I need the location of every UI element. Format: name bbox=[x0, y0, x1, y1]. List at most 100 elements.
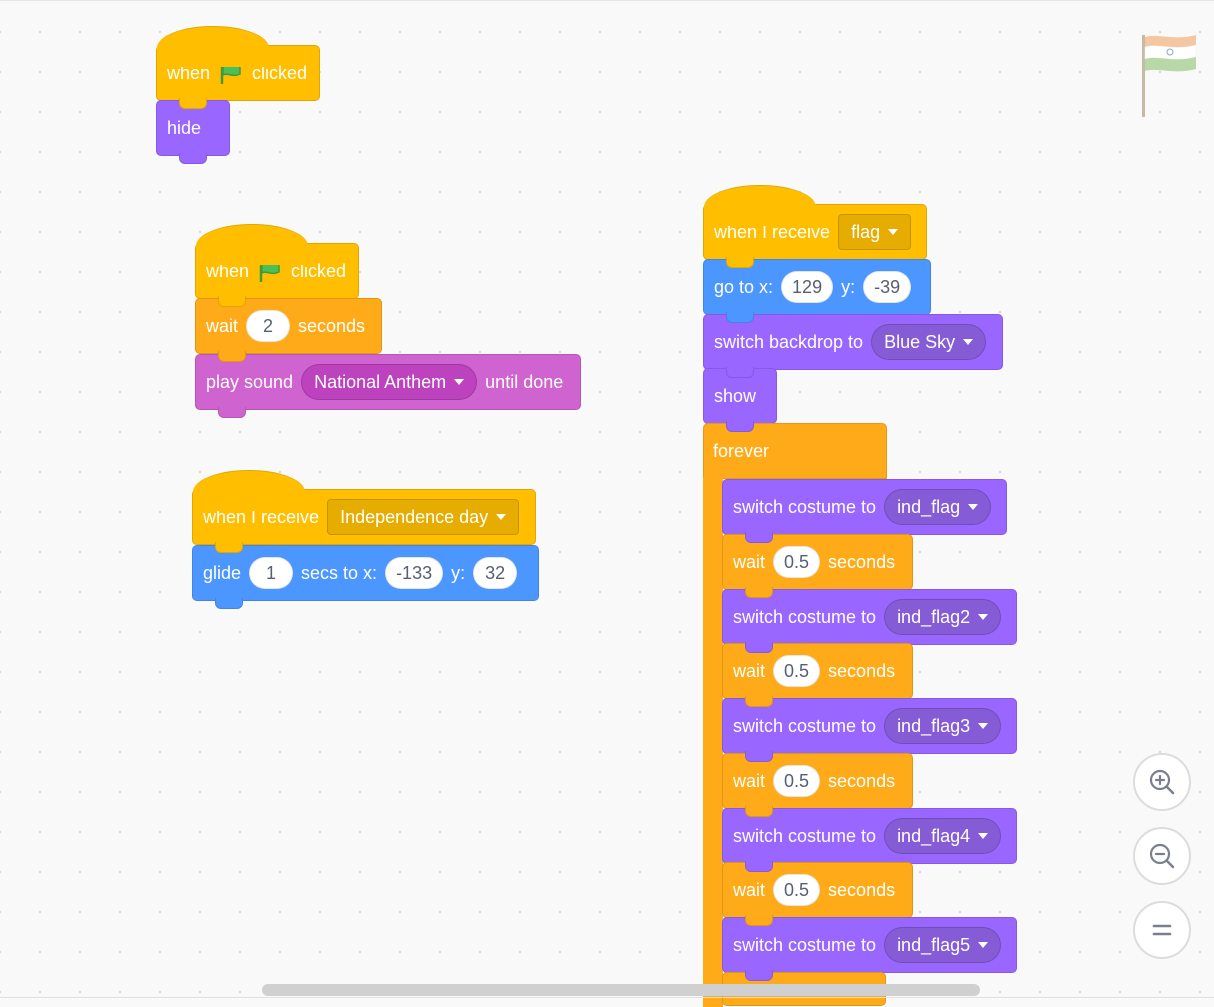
chevron-down-icon bbox=[978, 614, 989, 620]
hat-when-label: when bbox=[167, 62, 211, 83]
costume-name: ind_flag3 bbox=[897, 715, 971, 736]
chevron-down-icon bbox=[968, 504, 979, 510]
y-label: y: bbox=[451, 562, 466, 583]
message-dropdown[interactable]: flag bbox=[838, 214, 912, 250]
when-i-receive-label: when I receive bbox=[714, 221, 831, 242]
costume-dropdown[interactable]: ind_flag4 bbox=[884, 818, 1002, 854]
message-name: Independence day bbox=[340, 506, 489, 527]
seconds-label: seconds bbox=[828, 551, 896, 572]
glide-block[interactable]: glide 1 secs to x: -133 y: 32 bbox=[192, 545, 539, 609]
chevron-down-icon bbox=[454, 379, 465, 385]
switch-backdrop-block[interactable]: switch backdrop to Blue Sky bbox=[703, 314, 1003, 378]
costume-dropdown[interactable]: ind_flag5 bbox=[884, 927, 1002, 963]
chevron-down-icon bbox=[978, 723, 989, 729]
glide-x-input[interactable]: -133 bbox=[385, 557, 444, 589]
chevron-down-icon bbox=[888, 229, 899, 235]
hide-label: hide bbox=[167, 117, 202, 138]
costume-name: ind_flag5 bbox=[897, 934, 971, 955]
costume-name: ind_flag bbox=[897, 496, 961, 517]
switch-backdrop-label: switch backdrop to bbox=[714, 331, 864, 352]
switch-costume-block-2[interactable]: switch costume to ind_flag2 bbox=[722, 589, 1017, 653]
when-flag-clicked-hat-2[interactable]: when clicked bbox=[195, 224, 359, 307]
goto-y-input[interactable]: -39 bbox=[863, 271, 912, 303]
seconds-label: seconds bbox=[828, 770, 896, 791]
seconds-label: seconds bbox=[828, 879, 896, 900]
zoom-in-icon bbox=[1149, 769, 1175, 795]
chevron-down-icon bbox=[978, 833, 989, 839]
zoom-reset-button[interactable] bbox=[1133, 901, 1191, 959]
switch-costume-block-1[interactable]: switch costume to ind_flag bbox=[722, 479, 1007, 543]
glide-label: glide bbox=[203, 562, 242, 583]
india-flag-sprite-icon bbox=[1142, 35, 1197, 117]
switch-costume-block-4[interactable]: switch costume to ind_flag4 bbox=[722, 808, 1017, 872]
switch-costume-label: switch costume to bbox=[733, 825, 877, 846]
costume-dropdown[interactable]: ind_flag2 bbox=[884, 599, 1002, 635]
goto-x-input[interactable]: 129 bbox=[781, 271, 834, 303]
when-i-receive-label: when I receive bbox=[203, 506, 320, 527]
costume-dropdown[interactable]: ind_flag bbox=[884, 489, 992, 525]
zoom-reset-icon bbox=[1152, 924, 1172, 936]
forever-block[interactable]: forever bbox=[703, 423, 887, 479]
wait-seconds-block-3[interactable]: wait 0.5 seconds bbox=[722, 753, 913, 817]
chevron-down-icon bbox=[978, 942, 989, 948]
zoom-out-button[interactable] bbox=[1133, 827, 1191, 885]
hat-clicked-label: clicked bbox=[252, 62, 308, 83]
zoom-in-button[interactable] bbox=[1133, 753, 1191, 811]
wait-label: wait bbox=[733, 879, 766, 900]
green-flag-icon bbox=[259, 259, 280, 282]
wait-seconds-input[interactable]: 2 bbox=[246, 310, 291, 342]
seconds-label: seconds bbox=[298, 315, 366, 336]
go-to-x-label: go to x: bbox=[714, 276, 774, 297]
chevron-down-icon bbox=[963, 339, 974, 345]
chevron-down-icon bbox=[496, 514, 507, 520]
forever-arm bbox=[703, 477, 723, 1007]
backdrop-dropdown[interactable]: Blue Sky bbox=[871, 324, 987, 360]
wait-seconds-input[interactable]: 0.5 bbox=[773, 874, 821, 906]
glide-secs-input[interactable]: 1 bbox=[249, 557, 294, 589]
wait-label: wait bbox=[733, 660, 766, 681]
backdrop-name: Blue Sky bbox=[884, 331, 956, 352]
sound-dropdown[interactable]: National Anthem bbox=[301, 364, 478, 400]
switch-costume-label: switch costume to bbox=[733, 715, 877, 736]
seconds-label: seconds bbox=[828, 660, 896, 681]
wait-seconds-input[interactable]: 0.5 bbox=[773, 765, 821, 797]
show-label: show bbox=[714, 385, 757, 406]
switch-costume-label: switch costume to bbox=[733, 606, 877, 627]
switch-costume-label: switch costume to bbox=[733, 934, 877, 955]
switch-costume-label: switch costume to bbox=[733, 496, 877, 517]
costume-name: ind_flag2 bbox=[897, 606, 971, 627]
when-i-receive-hat-1[interactable]: when I receive Independence day bbox=[192, 470, 536, 553]
glide-y-input[interactable]: 32 bbox=[473, 557, 518, 589]
switch-costume-block-5[interactable]: switch costume to ind_flag5 bbox=[722, 917, 1017, 981]
message-name: flag bbox=[851, 221, 881, 242]
hat-when-label: when bbox=[206, 260, 250, 281]
wait-label: wait bbox=[733, 551, 766, 572]
switch-costume-block-3[interactable]: switch costume to ind_flag3 bbox=[722, 698, 1017, 762]
play-sound-label: play sound bbox=[206, 371, 294, 392]
hat-clicked-label: clicked bbox=[291, 260, 347, 281]
workspace-bottom-border bbox=[0, 997, 1214, 998]
message-dropdown[interactable]: Independence day bbox=[327, 499, 520, 535]
wait-seconds-block-1[interactable]: wait 0.5 seconds bbox=[722, 534, 913, 598]
costume-dropdown[interactable]: ind_flag3 bbox=[884, 708, 1002, 744]
sound-name: National Anthem bbox=[314, 371, 447, 392]
wait-seconds-block-4[interactable]: wait 0.5 seconds bbox=[722, 862, 913, 926]
wait-label: wait bbox=[206, 315, 239, 336]
go-to-xy-block[interactable]: go to x: 129 y: -39 bbox=[703, 259, 931, 323]
forever-label: forever bbox=[713, 440, 770, 461]
when-flag-clicked-hat-1[interactable]: when clicked bbox=[156, 26, 320, 109]
wait-seconds-block[interactable]: wait 2 seconds bbox=[195, 298, 382, 362]
when-i-receive-hat-2[interactable]: when I receive flag bbox=[703, 185, 927, 268]
wait-label: wait bbox=[733, 770, 766, 791]
costume-name: ind_flag4 bbox=[897, 825, 971, 846]
y-label: y: bbox=[841, 276, 856, 297]
zoom-out-icon bbox=[1149, 843, 1175, 869]
play-sound-until-done-block[interactable]: play sound National Anthem until done bbox=[195, 354, 581, 418]
green-flag-icon bbox=[220, 61, 241, 84]
horizontal-scrollbar[interactable] bbox=[262, 984, 980, 996]
wait-seconds-input[interactable]: 0.5 bbox=[773, 655, 821, 687]
until-done-label: until done bbox=[485, 371, 564, 392]
wait-seconds-input[interactable]: 0.5 bbox=[773, 546, 821, 578]
hide-block[interactable]: hide bbox=[156, 100, 230, 164]
